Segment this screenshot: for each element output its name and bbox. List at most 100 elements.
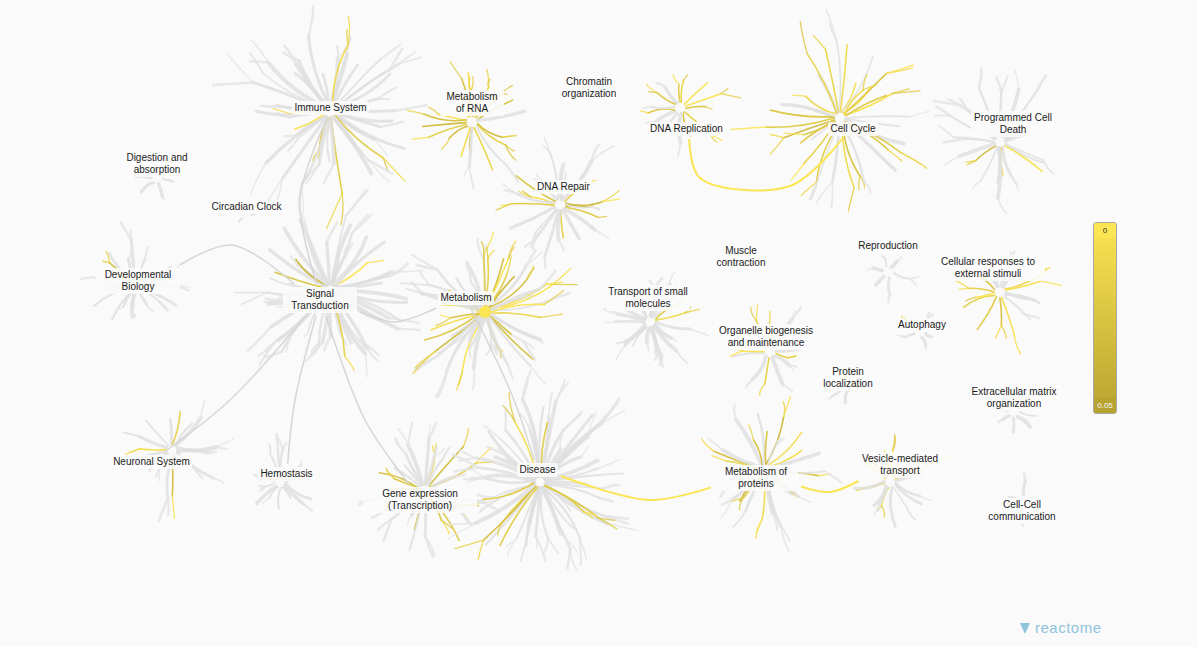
pathway-branch xyxy=(333,225,351,284)
pathway-branch xyxy=(749,425,754,440)
pathway-branch xyxy=(450,62,462,79)
pathway-branch xyxy=(250,61,268,63)
pathway-branch xyxy=(487,247,488,258)
pathway-branch xyxy=(508,241,515,258)
pathway-branch xyxy=(169,180,173,181)
pathway-hub: Extracellular matrix organization xyxy=(967,385,1061,411)
pathway-branch xyxy=(670,272,675,284)
pathway-branch xyxy=(248,327,271,351)
pathway-branch xyxy=(503,406,515,422)
pathway-branch xyxy=(455,540,484,549)
pathway-branch xyxy=(264,483,274,486)
pathway-branch xyxy=(504,411,507,430)
pathway-branch xyxy=(463,429,468,447)
pathway-branch xyxy=(643,107,651,109)
pathway-branch xyxy=(552,293,570,299)
pathway-hub: Immune System xyxy=(292,101,369,115)
pathway-branch xyxy=(570,548,577,570)
pathway-burst xyxy=(407,62,524,189)
pathway-branch xyxy=(213,83,253,86)
pathway-burst xyxy=(213,6,426,229)
pathway-hub: Hemostasis xyxy=(258,467,315,481)
pathway-branch xyxy=(522,380,528,399)
logo-icon xyxy=(1018,620,1032,636)
pathway-branch xyxy=(1041,281,1061,285)
pathway-branch xyxy=(251,40,269,63)
pathway-branch xyxy=(429,424,431,438)
pathway-branch xyxy=(681,80,683,102)
pathway-branch xyxy=(783,384,793,391)
pathway-branch xyxy=(739,497,743,509)
pathway-branch xyxy=(1011,175,1018,190)
pathway-branch xyxy=(510,207,554,228)
pathway-branch xyxy=(283,443,287,449)
pathway-branch xyxy=(863,85,876,90)
pathway-branch xyxy=(890,488,895,527)
pathway-branch xyxy=(533,232,536,249)
pathway-branch xyxy=(1001,325,1006,338)
pathway-branch xyxy=(503,184,517,194)
pathway-branch xyxy=(777,439,784,444)
pathway-branch xyxy=(217,447,227,449)
pathway-branch xyxy=(980,147,997,181)
pathway-branch xyxy=(907,509,915,520)
pathway-branch xyxy=(456,474,465,476)
pathway-branch xyxy=(758,414,764,464)
pathway-branch xyxy=(549,393,552,417)
pathway-branch xyxy=(460,458,477,461)
pathway-branch xyxy=(602,402,618,423)
pathway-branch xyxy=(408,422,412,444)
pathway-branch xyxy=(592,145,599,161)
pathway-branch xyxy=(1001,76,1007,92)
pathway-branch xyxy=(777,438,781,443)
pathway-branch xyxy=(543,537,548,553)
pathway-hub: Digestion and absorption xyxy=(115,151,199,177)
pathway-branch xyxy=(491,296,532,311)
pathway-branch xyxy=(953,137,994,141)
pathway-branch xyxy=(756,305,757,321)
pathway-branch xyxy=(544,146,551,154)
pathway-branch xyxy=(734,404,736,420)
pathway-branch xyxy=(508,247,514,258)
pathway-branch xyxy=(563,210,579,239)
pathway-branch xyxy=(544,290,563,304)
pathway-branch xyxy=(158,184,162,197)
pathway-branch xyxy=(743,350,764,352)
pathway-branch xyxy=(345,243,352,255)
pathway-branch xyxy=(559,240,564,250)
pathway-branch xyxy=(431,314,479,330)
pathway-branch xyxy=(483,482,534,499)
pathway-branch xyxy=(894,273,910,279)
pathway-branch xyxy=(979,70,982,88)
pathway-branch xyxy=(491,313,541,318)
pathway-branch xyxy=(656,322,690,329)
pathway-branch xyxy=(536,536,546,561)
pathway-label: Organelle biogenesis and maintenance xyxy=(709,324,823,350)
pathway-branch xyxy=(840,45,847,112)
pathway-branch xyxy=(772,358,782,385)
pathway-branch xyxy=(876,276,884,285)
pathway-branch xyxy=(770,134,784,137)
pathway-branch xyxy=(831,182,832,208)
pathway-branch xyxy=(378,98,389,101)
pathway-branch xyxy=(968,288,994,292)
pathway-branch xyxy=(128,252,130,259)
pathway-branch xyxy=(170,419,171,444)
pathway-branch xyxy=(792,311,796,319)
pathway-branch xyxy=(141,183,153,192)
pathway-branch xyxy=(429,107,439,114)
pathway-branch xyxy=(146,421,168,446)
pathway-branch xyxy=(156,470,159,477)
pathway-branch xyxy=(327,194,343,229)
pathway-branch xyxy=(459,450,477,458)
pathway-label: Neuronal System xyxy=(111,455,192,469)
pathway-branch xyxy=(598,216,607,218)
pathway-branch xyxy=(508,365,513,379)
pathway-branch xyxy=(811,185,816,199)
pathway-branch xyxy=(760,384,765,395)
pathway-branch xyxy=(474,128,492,170)
pathway-branch xyxy=(332,37,351,106)
pathway-branch xyxy=(542,488,579,538)
pathway-branch xyxy=(789,365,796,367)
pathway-branch xyxy=(464,477,487,480)
